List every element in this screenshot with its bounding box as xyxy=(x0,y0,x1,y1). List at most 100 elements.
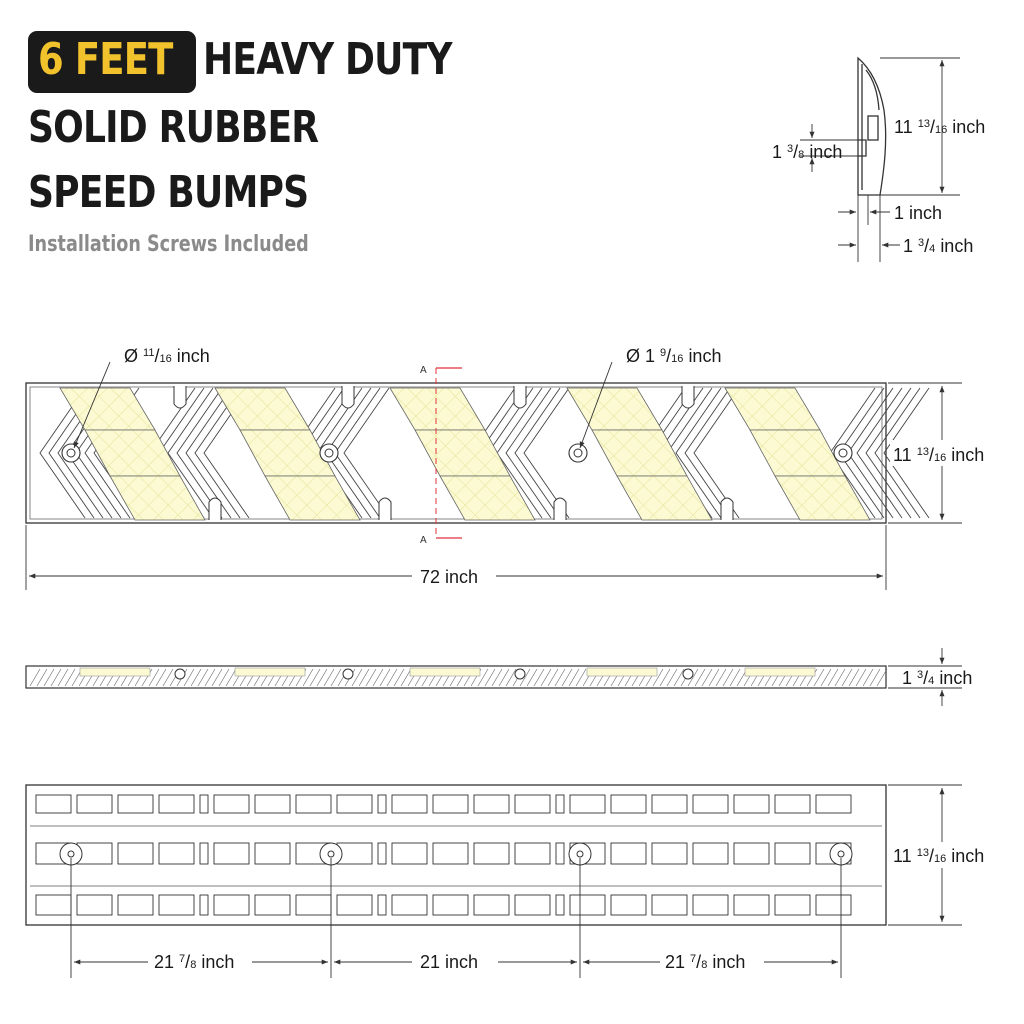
tread-line xyxy=(185,387,232,519)
bottom-hole-inner xyxy=(837,850,845,858)
side-tread-line xyxy=(197,668,209,687)
side-tread-line xyxy=(225,668,237,687)
screw-holes xyxy=(61,443,853,463)
profile-view: 11 13/16 inch 1 3/8 inch 1 inch 1 3/4 in… xyxy=(772,56,985,262)
side-tread-line xyxy=(505,668,517,687)
side-tread-line xyxy=(64,668,76,687)
side-height-label: 1 3/4 inch xyxy=(902,668,972,688)
tread-line xyxy=(883,387,930,519)
section-marker-a: A A xyxy=(420,365,462,546)
side-tread-line xyxy=(372,668,384,687)
bottom-cell xyxy=(733,842,770,865)
side-tread-line xyxy=(498,668,510,687)
side-reflector xyxy=(79,667,151,677)
side-tread-line xyxy=(57,668,69,687)
side-tread-line xyxy=(526,668,538,687)
bottom-cell xyxy=(774,842,811,865)
tread-line xyxy=(167,387,214,519)
bottom-cell xyxy=(555,794,565,814)
side-tread-line xyxy=(540,668,552,687)
headline-line2: SOLID RUBBER xyxy=(28,102,319,153)
side-reflector xyxy=(234,667,306,677)
side-tread-line xyxy=(827,668,839,687)
side-tread-line xyxy=(386,668,398,687)
side-tread-line xyxy=(554,668,566,687)
headline-line1: HEAVY DUTY xyxy=(203,34,453,85)
side-tread-line xyxy=(29,668,41,687)
reflective-strip xyxy=(774,475,871,521)
bottom-cells xyxy=(35,794,852,916)
bottom-hole-inner xyxy=(327,850,335,858)
tread-line xyxy=(523,387,570,519)
side-tread-line xyxy=(561,668,573,687)
mounting-lug xyxy=(553,497,567,520)
bottom-cell xyxy=(35,794,72,814)
bottom-cell xyxy=(432,794,469,814)
reflective-strip xyxy=(109,475,206,521)
tread-line xyxy=(514,387,561,519)
bottom-cell xyxy=(117,794,154,814)
bottom-cell xyxy=(377,894,387,916)
side-tread-line xyxy=(393,668,405,687)
bottom-cell xyxy=(514,794,551,814)
section-label-top: A xyxy=(420,365,427,376)
bottom-cell xyxy=(76,794,113,814)
side-tread-line xyxy=(218,668,230,687)
side-tread-line xyxy=(211,668,223,687)
bottom-cell xyxy=(117,842,154,865)
tread-line xyxy=(505,387,552,519)
side-tread-line xyxy=(652,668,664,687)
mounting-lug xyxy=(341,386,355,409)
side-tread-line xyxy=(701,668,713,687)
side-lug xyxy=(514,668,526,680)
bottom-cell xyxy=(199,894,209,916)
top-width-label: 11 13/16 inch xyxy=(893,445,984,465)
mounting-lug xyxy=(173,386,187,409)
bottom-cell xyxy=(158,794,195,814)
bottom-cell xyxy=(651,794,688,814)
side-tread-line xyxy=(155,668,167,687)
badge-text: 6 FEET xyxy=(38,34,173,85)
bottom-cell xyxy=(432,894,469,916)
mounting-lug xyxy=(378,497,392,520)
bottom-cell xyxy=(295,794,332,814)
tread-line xyxy=(343,387,390,519)
side-tread-line xyxy=(379,668,391,687)
side-profile-pattern xyxy=(29,667,888,687)
spacing-2-label: 21 inch xyxy=(420,952,478,972)
profile-base-label: 1 inch xyxy=(894,203,942,223)
side-tread-line xyxy=(400,668,412,687)
mounting-lug xyxy=(208,497,222,520)
side-tread-line xyxy=(190,668,202,687)
side-tread-line xyxy=(694,668,706,687)
side-tread-line xyxy=(729,668,741,687)
side-tread-line xyxy=(855,668,867,687)
side-tread-line xyxy=(162,668,174,687)
side-tread-line xyxy=(841,668,853,687)
side-tread-line xyxy=(666,668,678,687)
bottom-cell xyxy=(473,842,510,865)
bottom-cell xyxy=(569,894,606,916)
tread-line xyxy=(675,387,722,519)
side-tread-line xyxy=(820,668,832,687)
side-lug xyxy=(682,668,694,680)
section-label-bottom: A xyxy=(420,535,427,546)
bottom-cell xyxy=(692,894,729,916)
bottom-cell xyxy=(610,794,647,814)
bottom-cell xyxy=(692,842,729,865)
bottom-cell xyxy=(213,842,250,865)
hole-large-label: Ø 1 9/16 inch xyxy=(626,346,721,366)
tread-line xyxy=(856,387,903,519)
side-tread-line xyxy=(351,668,363,687)
side-tread-line xyxy=(183,668,195,687)
screw-hole-inner xyxy=(573,448,583,458)
side-tread-line xyxy=(330,668,342,687)
side-tread-line xyxy=(876,668,888,687)
side-tread-line xyxy=(316,668,328,687)
reflective-strip xyxy=(616,475,713,521)
side-tread-line xyxy=(204,668,216,687)
spacing-1-label: 21 7/8 inch xyxy=(154,952,234,972)
side-reflector xyxy=(409,667,481,677)
mounting-lug xyxy=(513,386,527,409)
